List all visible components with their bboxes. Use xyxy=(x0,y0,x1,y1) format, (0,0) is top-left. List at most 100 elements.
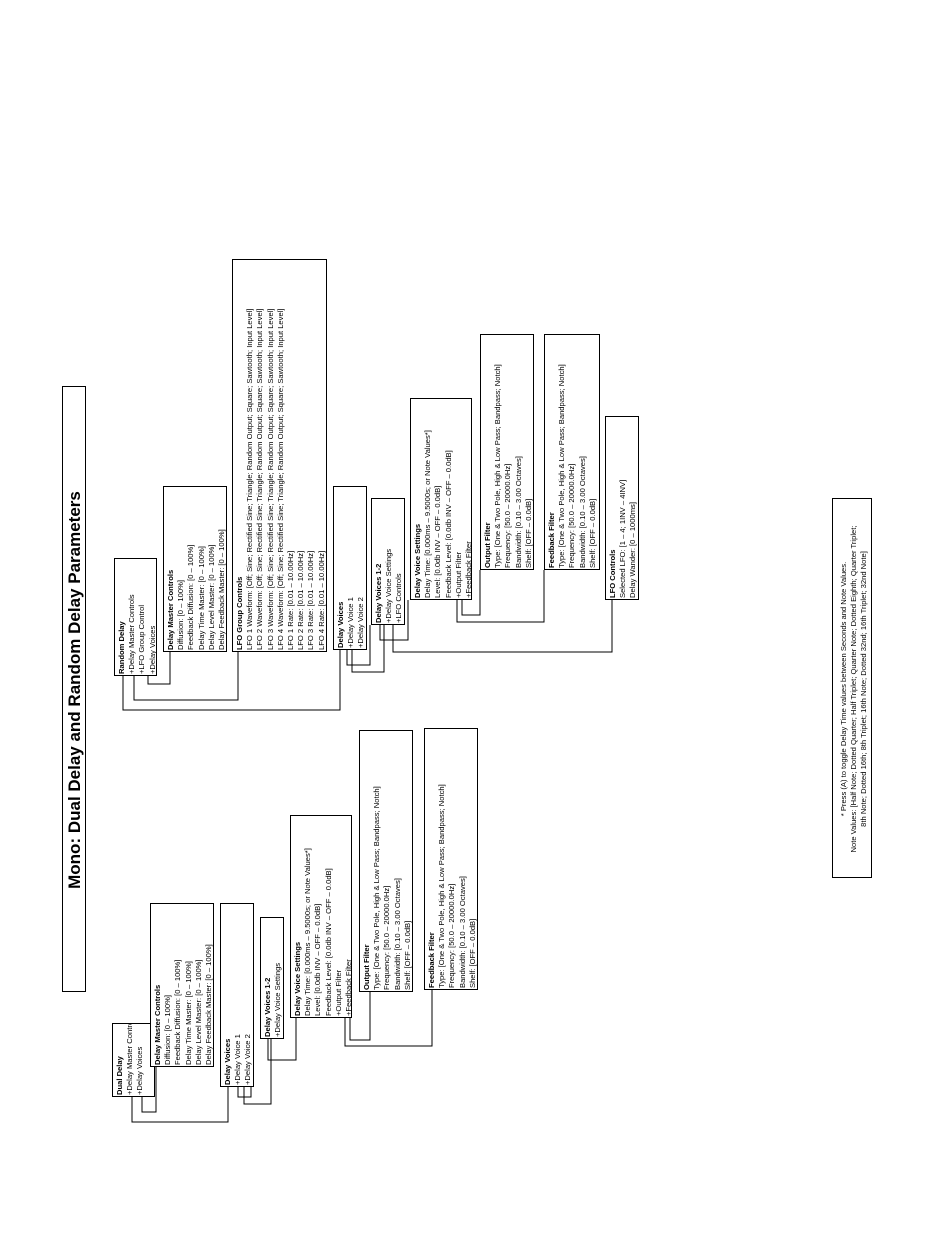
box-item: Delay Time Master: [0 – 100%] xyxy=(183,961,193,1065)
box-item: Frequency: [50.0 – 20000.0Hz] xyxy=(382,885,392,990)
box-item: +Output Filter xyxy=(333,969,343,1016)
connector xyxy=(267,1018,297,1061)
box-title: Random Delay xyxy=(117,621,126,674)
random-delay-voices-box: Delay Voices +Delay Voice 1 +Delay Voice… xyxy=(333,486,367,650)
box-item: LFO 1 Rate: [0.01 – 10.00Hz] xyxy=(286,550,296,650)
connector xyxy=(131,1087,229,1123)
box-item: +LFO Group Control xyxy=(137,604,147,674)
connector xyxy=(456,570,545,623)
box-title: LFO Controls xyxy=(608,549,617,598)
box-item: Feedback Diffusion: [0 – 100%] xyxy=(173,959,183,1065)
connector xyxy=(461,570,481,616)
box-item: LFO 2 Waveform: [Off; Sine; Rectified Si… xyxy=(255,308,265,650)
note-line: 8th Note; Dotted 16th; 8th Triplet; 16th… xyxy=(859,551,869,827)
box-item: Shelf: [OFF – 0.0dB] xyxy=(402,920,412,990)
connector xyxy=(351,625,385,673)
box-item: Feedback Level: [0.0db INV – OFF – 0.0dB… xyxy=(443,450,453,598)
connector xyxy=(349,992,371,1041)
box-title: Delay Voices 1-2 xyxy=(374,563,383,623)
box-item: +Delay Voices xyxy=(147,625,157,674)
box-item: LFO 2 Rate: [0.01 – 10.00Hz] xyxy=(296,550,306,650)
box-item: Type: [One & Two Pole, High & Low Pass; … xyxy=(493,364,503,568)
box-title: Delay Master Controls xyxy=(166,569,175,650)
box-item: +Delay Master Controls xyxy=(125,1024,135,1095)
random-delay-master-controls-box: Delay Master Controls Diffusion: [0 – 10… xyxy=(163,486,227,652)
box-item: LFO 3 Rate: [0.01 – 10.00Hz] xyxy=(306,550,316,650)
box-item: Type: [One & Two Pole, High & Low Pass; … xyxy=(372,786,382,990)
box-item: +Delay Master Controls xyxy=(127,594,137,674)
box-item: Frequency: [50.0 – 20000.0Hz] xyxy=(567,463,577,568)
box-item: Diffusion: [0 – 100%] xyxy=(176,580,186,650)
dual-delay-output-filter-box: Output Filter Type: [One & Two Pole, Hig… xyxy=(359,730,413,992)
box-item: Shelf: [OFF – 0.0dB] xyxy=(523,498,533,568)
page-title-box: Mono: Dual Delay and Random Delay Parame… xyxy=(62,386,86,992)
connector xyxy=(133,652,239,701)
connector xyxy=(392,600,613,653)
box-item: Delay Feedback Master: [0 – 100%] xyxy=(217,529,227,650)
box-title: Delay Voices xyxy=(336,601,345,648)
box-item: Selected LFO: [1 – 4; 1INV – 4INV] xyxy=(618,479,628,598)
dual-delay-master-controls-box: Delay Master Controls Diffusion: [0 – 10… xyxy=(150,903,214,1067)
box-title: Delay Voices 1-2 xyxy=(263,977,272,1037)
dual-delay-box: Dual Delay +Delay Master Controls +Delay… xyxy=(112,1023,155,1097)
box-item: +Delay Voice Settings xyxy=(273,962,283,1037)
box-item: LFO 1 Waveform: [Off; Sine; Rectified Si… xyxy=(245,308,255,650)
box-item: +Delay Voice 1 xyxy=(233,1034,243,1085)
box-title: LFO Group Controls xyxy=(235,576,244,650)
box-title: Delay Master Controls xyxy=(153,984,162,1065)
note-box: * Press (A) to toggle Delay Time values … xyxy=(832,498,872,878)
box-item: Type: [One & Two Pole, High & Low Pass; … xyxy=(437,784,447,988)
box-item: Delay Time: [0.000ms – 9.5000s; or Note … xyxy=(423,430,433,598)
box-item: Bandwidth: [0.10 – 3.00 Octaves] xyxy=(392,878,402,990)
box-item: LFO 4 Rate: [0.01 – 10.00Hz] xyxy=(316,550,326,650)
box-item: Frequency: [50.0 – 20000.0Hz] xyxy=(447,883,457,988)
box-item: Delay Level Master: [0 – 100%] xyxy=(193,959,203,1065)
box-item: +Delay Voice Settings xyxy=(384,548,394,623)
connector xyxy=(379,600,409,641)
box-item: Diffusion: [0 – 100%] xyxy=(163,995,173,1065)
random-delay-box: Random Delay +Delay Master Controls +LFO… xyxy=(114,558,157,676)
dual-delay-voices-1-2-box: Delay Voices 1-2 +Delay Voice Settings xyxy=(260,917,284,1039)
connector xyxy=(122,650,341,711)
box-item: +Delay Voice 2 xyxy=(356,597,366,648)
dual-delay-voices-box: Delay Voices +Delay Voice 1 +Delay Voice… xyxy=(220,903,254,1087)
box-title: Delay Voices xyxy=(223,1038,232,1085)
box-item: +Delay Voice 1 xyxy=(346,597,356,648)
box-item: +LFO Controls xyxy=(394,573,404,623)
random-delay-lfo-group-controls-box: LFO Group Controls LFO 1 Waveform: [Off;… xyxy=(232,259,327,652)
box-item: +Delay Voices xyxy=(135,1046,145,1095)
dual-delay-voice-settings-box: Delay Voice Settings Delay Time: [0.000m… xyxy=(290,815,353,1018)
random-delay-voices-1-2-box: Delay Voices 1-2 +Delay Voice Settings +… xyxy=(371,498,405,625)
page-title: Mono: Dual Delay and Random Delay Parame… xyxy=(64,491,84,889)
box-item: LFO 4 Waveform: [Off; Sine; Rectified Si… xyxy=(275,308,285,650)
random-delay-feedback-filter-box: Feedback Filter Type: [One & Two Pole, H… xyxy=(544,334,600,570)
box-item: Bandwidth: [0.10 – 3.00 Octaves] xyxy=(457,876,467,988)
random-delay-voice-settings-box: Delay Voice Settings Delay Time: [0.000m… xyxy=(410,398,473,600)
box-title: Dual Delay xyxy=(115,1056,124,1095)
box-item: Feedback Level: [0.0db INV – OFF – 0.0dB… xyxy=(323,868,333,1016)
connector xyxy=(243,1039,272,1105)
box-item: Delay Wander: [0 – 1000ms] xyxy=(628,502,638,598)
box-item: +Delay Voice 2 xyxy=(243,1034,253,1085)
box-item: +Feedback Filter xyxy=(464,541,473,598)
box-item: Frequency: [50.0 – 20000.0Hz] xyxy=(503,463,513,568)
box-item: Delay Level Master: [0 – 100%] xyxy=(206,544,216,650)
box-item: Bandwidth: [0.10 – 3.00 Octaves] xyxy=(513,456,523,568)
box-item: +Output Filter xyxy=(453,551,463,598)
box-item: Feedback Diffusion: [0 – 100%] xyxy=(186,544,196,650)
box-item: Delay Feedback Master: [0 – 100%] xyxy=(204,944,214,1065)
box-item: Shelf: [OFF – 0.0dB] xyxy=(467,918,477,988)
note-line: Note Values: [Half Note; Dotted Quarter;… xyxy=(849,525,859,853)
box-title: Output Filter xyxy=(483,522,492,568)
box-item: Bandwidth: [0.10 – 3.00 Octaves] xyxy=(577,456,587,568)
box-item: +Feedback Filter xyxy=(344,959,353,1016)
random-delay-lfo-controls-box: LFO Controls Selected LFO: [1 – 4; 1INV … xyxy=(605,416,639,600)
box-title: Delay Voice Settings xyxy=(413,523,422,598)
box-title: Feedback Filter xyxy=(427,932,436,988)
box-item: Shelf: [OFF – 0.0dB] xyxy=(587,498,597,568)
box-title: Output Filter xyxy=(362,944,371,990)
box-item: Level: [0.0db INV – OFF – 0.0dB] xyxy=(313,903,323,1016)
box-item: Type: [One & Two Pole, High & Low Pass; … xyxy=(557,364,567,568)
connector xyxy=(147,652,171,685)
connector xyxy=(344,990,433,1047)
